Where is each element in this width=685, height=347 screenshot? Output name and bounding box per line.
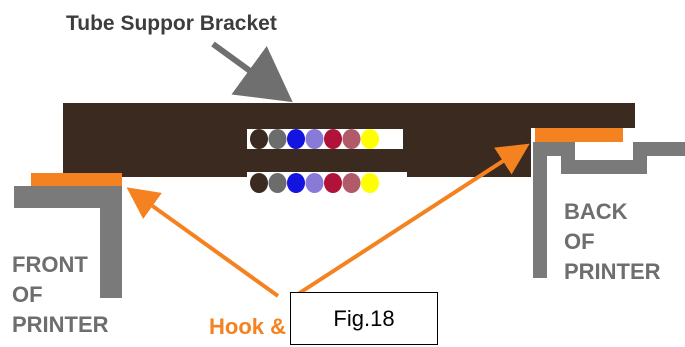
arrow-to-front-hook [126,187,280,298]
diagram-title: Tube Suppor Bracket [66,12,277,35]
top-ink-dot-5 [324,129,342,149]
back-label-line3: PRINTER [564,259,661,284]
bottom-ink-dot-5 [324,173,342,193]
front-frame-top [14,186,122,208]
back-frame-side [533,142,547,278]
back-hook [535,128,623,142]
top-ink-dot-3 [287,129,305,149]
back-frame-step-bottom [561,160,647,174]
figure-caption-box: Fig.18 [290,292,438,345]
top-ink-dot-1 [250,129,268,149]
hook-label: Hook & [209,314,286,339]
bottom-ink-dot-4 [305,173,324,193]
bottom-ink-dot-6 [342,173,361,193]
front-label-line2: OF [12,282,43,307]
bottom-ink-dot-7 [361,173,379,193]
front-frame-side [100,186,122,298]
top-ink-dot-4 [305,129,324,149]
top-ink-dot-2 [268,129,287,149]
bottom-ink-dot-2 [268,173,287,193]
back-label-line1: BACK [564,199,628,224]
bottom-ink-dot-3 [287,173,305,193]
bottom-ink-dots [250,173,379,193]
figure-caption: Fig.18 [333,305,395,331]
top-ink-dot-7 [361,129,379,149]
front-label-line3: PRINTER [12,312,109,337]
front-hook [31,173,122,186]
top-ink-dots [250,129,379,149]
back-label-line2: OF [564,229,595,254]
top-ink-dot-6 [342,129,361,149]
bottom-ink-dot-1 [250,173,268,193]
back-frame-top-right [633,142,685,156]
front-label-line1: FRONT [12,252,88,277]
title-arrow [211,41,293,103]
arrow-to-back-hook [296,143,530,296]
